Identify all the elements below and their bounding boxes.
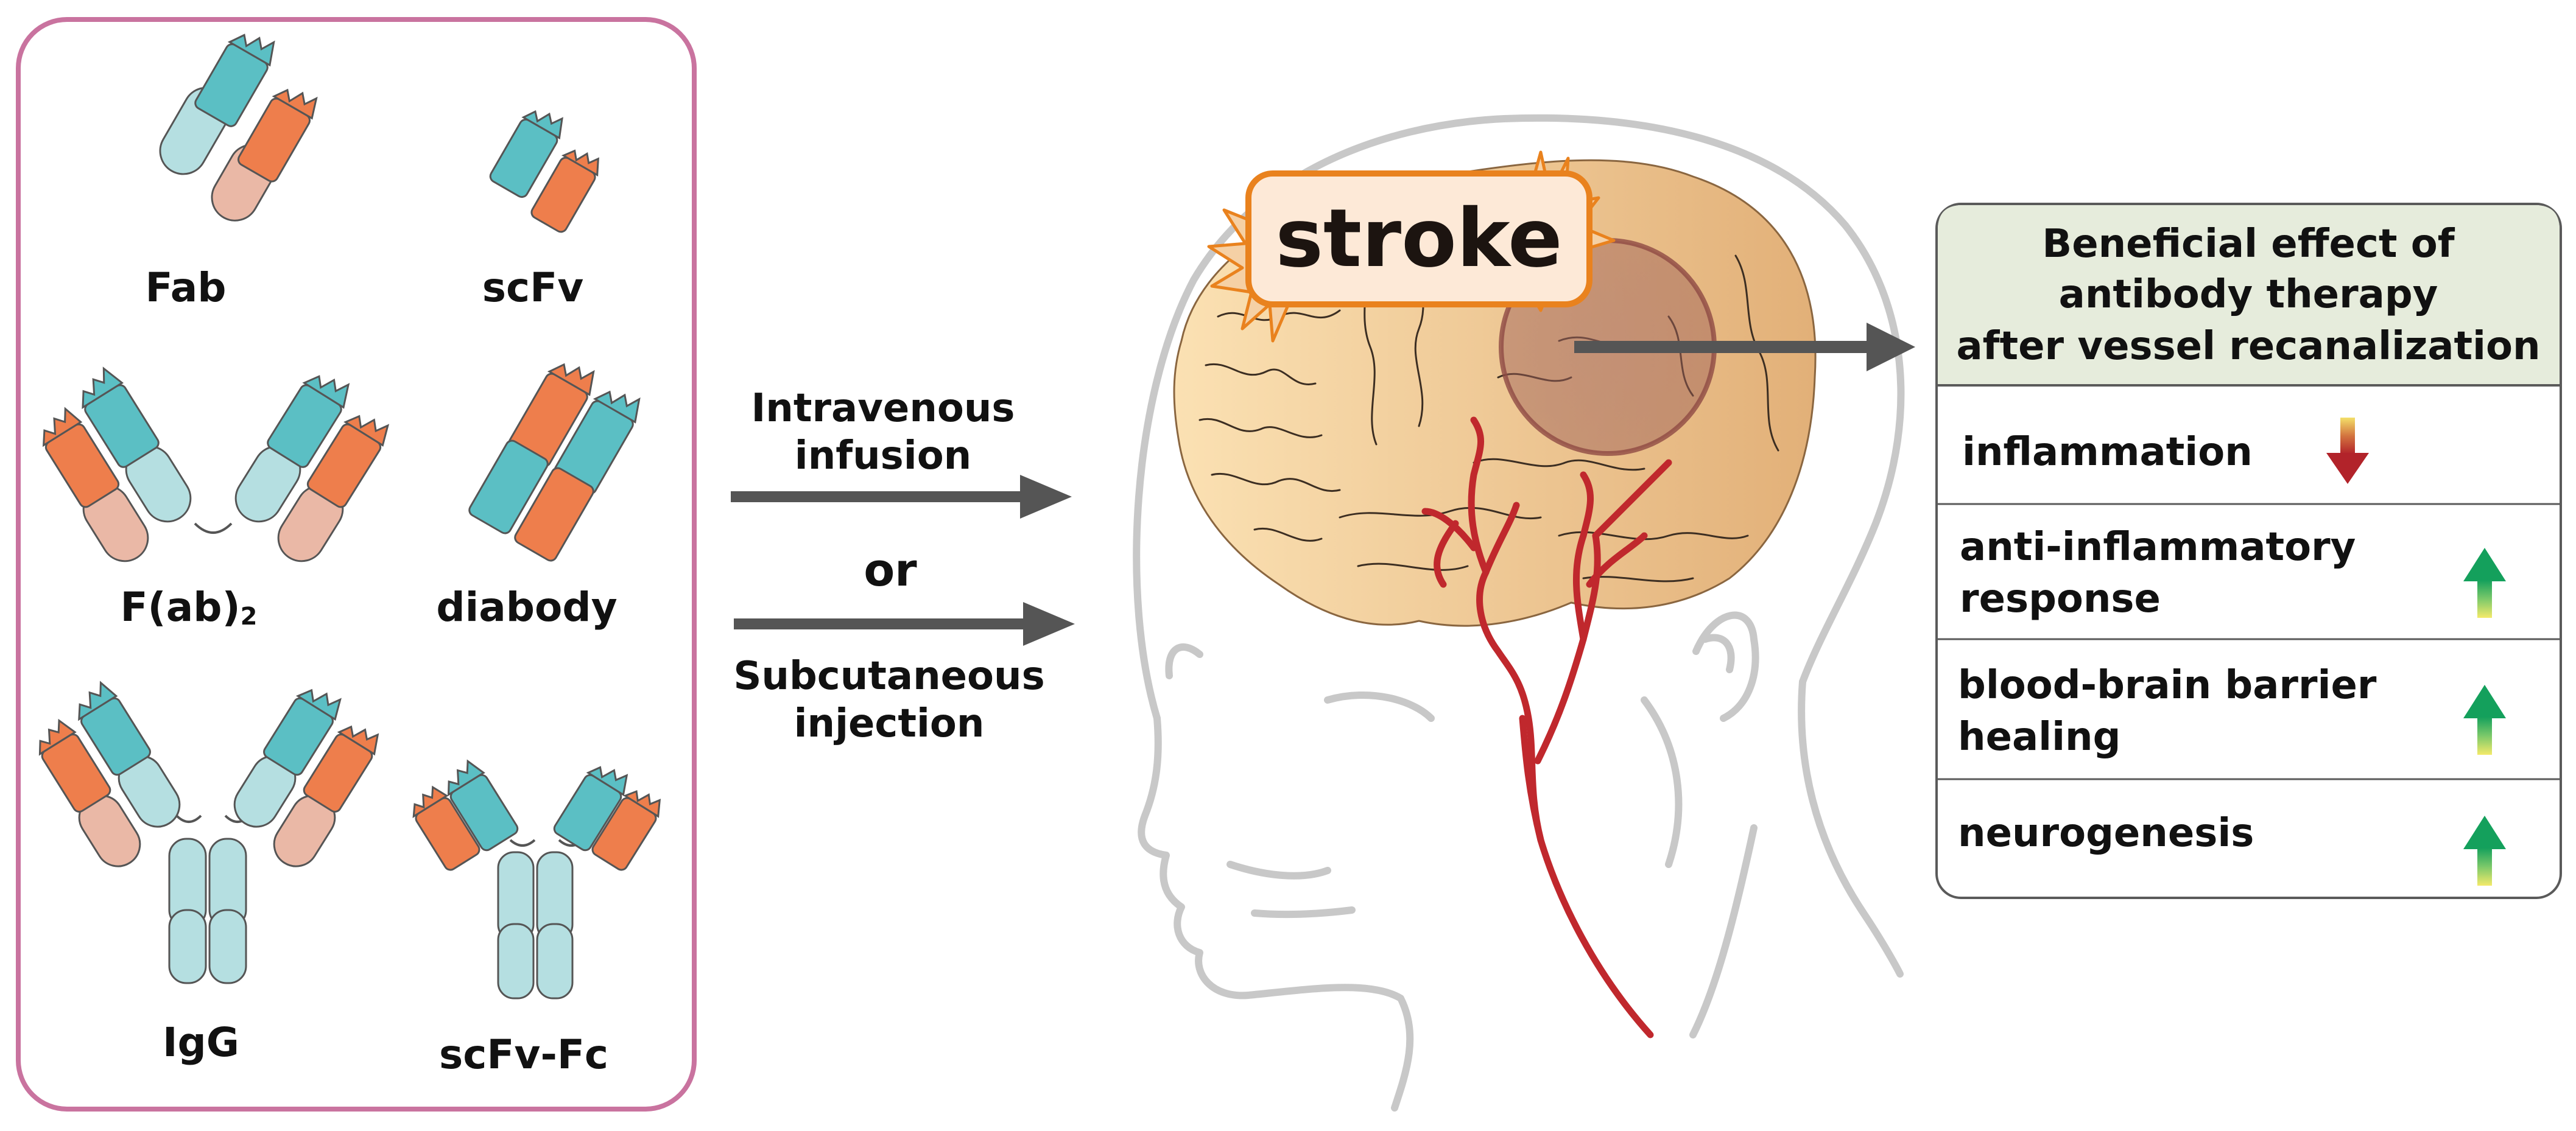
diabody-icon [468,363,641,562]
format-label-scfv-fc: scFv-Fc [439,1031,608,1078]
arrow-up-icon [2463,685,2506,755]
effect-label-neurogenesis: neurogenesis [1958,811,2254,856]
antibody-formats-panel: Fab scFv F(ab)2 diabody [16,17,697,1112]
route2-arrow-icon [734,602,1075,646]
route1-arrow-icon [731,475,1072,519]
stroke-label: stroke [1275,192,1562,285]
effects-title-line3: after vessel recanalization [1956,324,2540,369]
effect-row-neurogenesis: neurogenesis [1958,811,2506,886]
effect-label-bbb-1: blood-brain barrier [1958,663,2377,708]
formats-frame [16,17,697,1112]
effect-row-inflammation: inflammation [1962,418,2369,484]
fab-icon [159,33,318,222]
scfv-fc-icon [412,759,661,1000]
format-label-igg: IgG [163,1019,239,1066]
artery-vessels [1421,416,1672,1038]
stroke-burst-icon [1207,150,1616,343]
format-label-fab2: F(ab)2 [120,584,257,631]
fab2-icon [42,366,390,562]
effects-box: Beneficial effect of antibody therapy af… [1935,203,2562,899]
effect-label-anti-inflammatory-1: anti-inflammatory [1960,525,2356,570]
igg-icon [38,681,379,984]
format-label-diabody: diabody [436,584,617,631]
arrow-down-icon [2326,418,2369,484]
fab2-subscript: 2 [241,603,258,631]
effect-label-inflammation: inflammation [1962,430,2253,475]
effect-row-anti-inflammatory: anti-inflammatory response [1960,525,2506,622]
arrow-up-icon [2463,548,2506,618]
scfv-icon [489,110,599,233]
head-outline [1133,114,1905,1112]
delivery-routes: Intravenous infusion or Subcutaneous inj… [731,386,1075,746]
effect-label-anti-inflammatory-2: response [1960,576,2161,622]
effect-row-bbb-healing: blood-brain barrier healing [1958,663,2506,760]
arrow-up-icon [2463,816,2506,886]
effect-label-bbb-2: healing [1958,715,2120,760]
format-label-scfv: scFv [482,264,584,311]
head-illustration: stroke [1133,114,1915,1112]
format-label-fab: Fab [146,264,227,311]
effects-title-line1: Beneficial effect of [2042,222,2455,267]
route1-line2: infusion [795,433,971,478]
route2-line1: Subcutaneous [733,654,1044,699]
route1-line1: Intravenous [751,386,1015,431]
effect-arrow-icon [1574,323,1915,371]
effects-header-bg [1938,205,2560,385]
route-or: or [864,544,917,597]
route2-line2: injection [794,701,985,746]
effects-title-line2: antibody therapy [2059,272,2438,317]
